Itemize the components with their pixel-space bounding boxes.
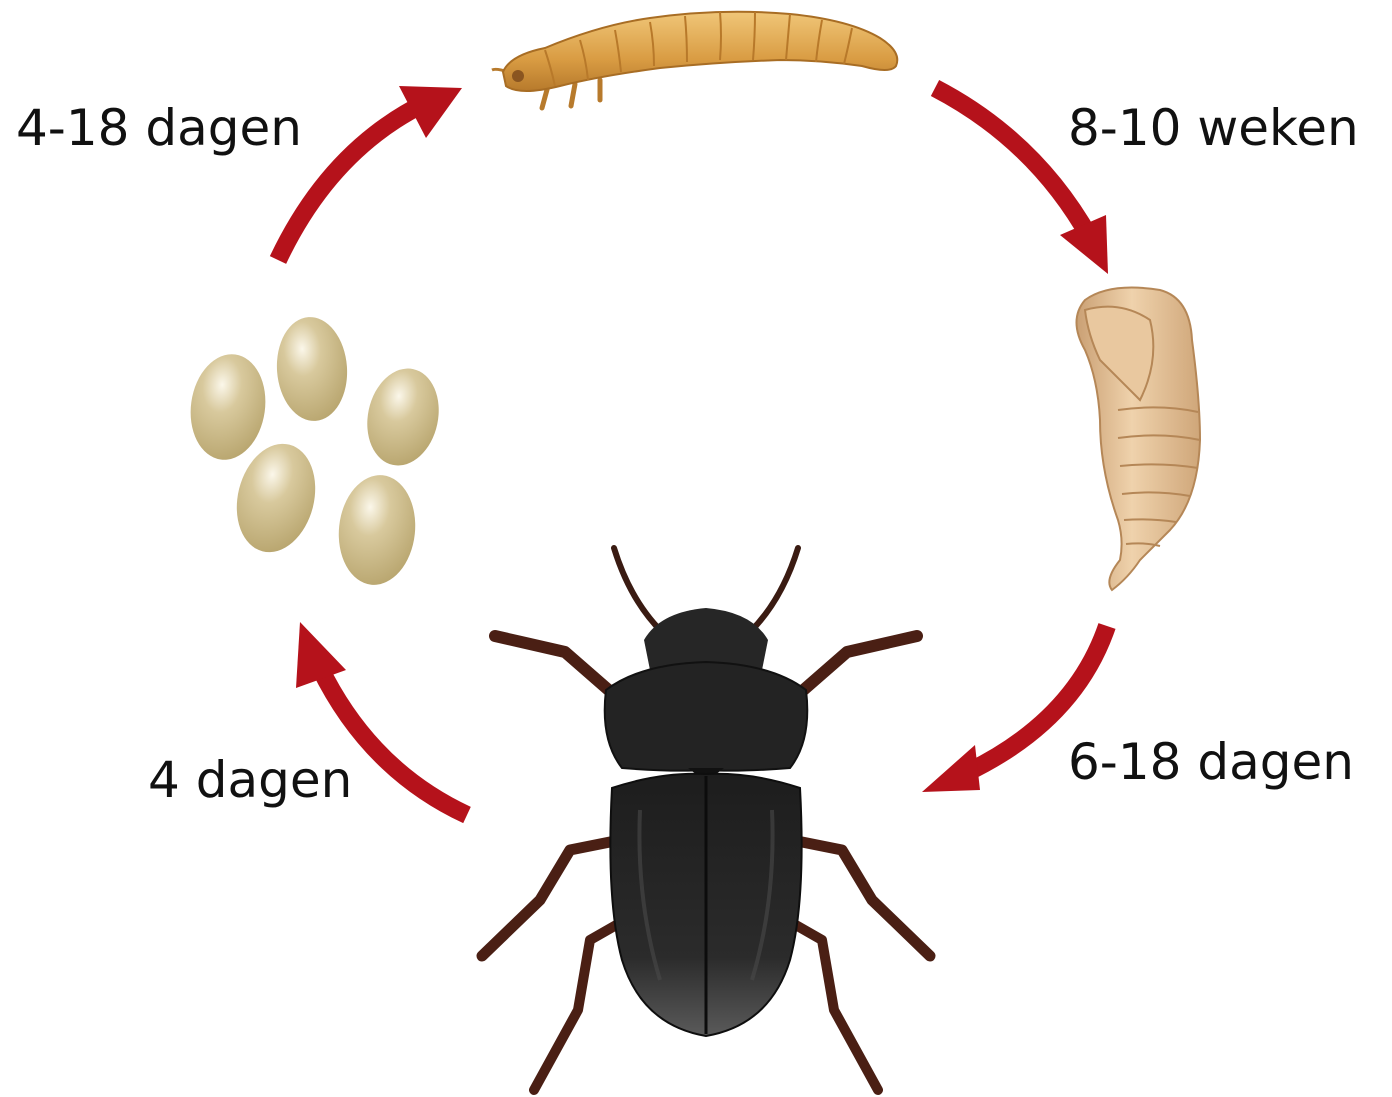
duration-pupa-to-beetle: 6-18 dagen — [1068, 737, 1354, 787]
egg-cluster-icon — [184, 315, 447, 589]
duration-larva-to-pupa: 8-10 weken — [1068, 103, 1359, 153]
darkling-beetle-icon — [482, 548, 930, 1090]
egg — [359, 362, 448, 472]
egg — [184, 349, 272, 464]
arrow-egg-to-larva — [278, 86, 462, 260]
duration-beetle-to-egg: 4 dagen — [148, 755, 352, 805]
mealworm-larva-icon — [492, 12, 897, 108]
pupa-icon — [1077, 288, 1201, 590]
duration-egg-to-larva: 4-18 dagen — [16, 103, 302, 153]
egg — [273, 315, 350, 424]
egg — [333, 471, 420, 588]
